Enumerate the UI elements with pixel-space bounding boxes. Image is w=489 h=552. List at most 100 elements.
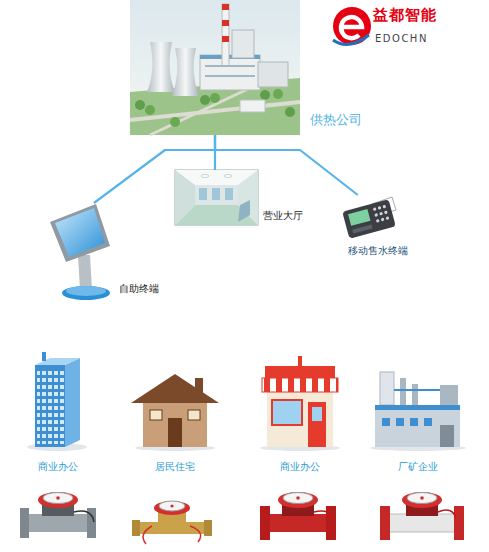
business-hall-picture bbox=[201, 175, 209, 178]
mobile-pos-terminal-picture bbox=[376, 219, 380, 223]
brass-heat-meter-picture bbox=[154, 501, 190, 515]
red-heat-meter-picture bbox=[266, 514, 330, 532]
flanged-heat-meter-picture bbox=[386, 514, 458, 532]
brass-heat-meter-picture bbox=[132, 520, 140, 536]
heating-plant-picture bbox=[222, 4, 229, 66]
brass-heat-meter-picture bbox=[159, 501, 185, 511]
heating-plant-picture bbox=[232, 30, 254, 58]
house-picture bbox=[150, 410, 162, 420]
steel-heat-meter-picture bbox=[38, 492, 78, 508]
factory-picture bbox=[410, 418, 418, 426]
connector-line bbox=[215, 135, 358, 195]
mobile-pos-terminal-picture bbox=[381, 218, 385, 222]
self-service-kiosk-picture bbox=[62, 286, 110, 300]
heating-plant-picture bbox=[210, 93, 220, 103]
heating-plant-picture bbox=[273, 89, 283, 99]
mobile-pos-terminal-picture bbox=[382, 205, 386, 209]
red-heat-meter-picture bbox=[260, 506, 270, 540]
heating-plant-picture bbox=[200, 55, 260, 90]
heating-plant-picture bbox=[260, 90, 270, 100]
business-hall-picture bbox=[225, 188, 233, 200]
factory-picture bbox=[440, 385, 458, 405]
business-hall-picture bbox=[195, 185, 238, 205]
factory-picture bbox=[424, 418, 432, 426]
office-tower-picture bbox=[42, 352, 46, 361]
heating-plant-picture bbox=[145, 105, 155, 115]
mobile-pos-terminal-picture bbox=[384, 210, 388, 214]
steel-heat-meter-picture bbox=[20, 492, 96, 538]
shop-picture bbox=[312, 407, 322, 421]
node-label: 厂矿企业 bbox=[360, 461, 475, 473]
flanged-heat-meter-picture bbox=[454, 506, 464, 540]
plant-node: 供热公司 bbox=[130, 0, 300, 135]
business-hall-picture bbox=[199, 188, 207, 200]
flanged-heat-meter-picture bbox=[380, 506, 390, 540]
node-label: 营业大厅 bbox=[263, 210, 303, 222]
mobile-pos-terminal-picture bbox=[352, 225, 372, 234]
office-tower-picture bbox=[37, 368, 64, 444]
node-label: 商业办公 bbox=[250, 461, 350, 473]
brass-heat-meter-picture bbox=[170, 504, 173, 507]
heating-plant-picture bbox=[222, 36, 229, 42]
flanged-heat-meter-picture bbox=[438, 510, 456, 518]
logo-mark bbox=[333, 35, 369, 44]
logo-mark bbox=[333, 7, 371, 45]
factory-picture bbox=[380, 372, 394, 405]
mobile-pos-terminal-picture bbox=[373, 207, 377, 211]
terminal-node: 移动售水终端 bbox=[338, 195, 404, 245]
node-label: 供热公司 bbox=[310, 112, 362, 128]
self-service-kiosk-picture bbox=[50, 204, 110, 300]
self-service-kiosk-picture bbox=[50, 204, 110, 262]
customer-node: 居民住宅 bbox=[125, 365, 225, 475]
office-tower-picture bbox=[35, 358, 80, 365]
office-tower-picture bbox=[27, 352, 87, 451]
heating-plant-picture bbox=[222, 4, 229, 10]
factory-picture bbox=[396, 418, 404, 426]
logo-mark bbox=[341, 17, 362, 38]
mobile-pos-terminal-picture bbox=[342, 197, 396, 239]
red-heat-meter-picture bbox=[314, 511, 334, 522]
heating-plant-picture bbox=[135, 100, 145, 110]
heating-plant-picture bbox=[205, 75, 255, 77]
self-service-kiosk-picture bbox=[66, 286, 106, 296]
self-service-kiosk-picture bbox=[78, 255, 92, 290]
heating-plant-picture bbox=[172, 48, 199, 96]
business-hall-picture bbox=[175, 170, 258, 225]
factory-picture bbox=[375, 405, 460, 447]
node-label: 居民住宅 bbox=[125, 461, 225, 473]
mobile-pos-terminal-picture bbox=[385, 216, 389, 220]
business-hall-picture bbox=[175, 170, 195, 225]
business-hall-picture bbox=[224, 175, 232, 178]
customer-node: 商业办公 bbox=[250, 355, 350, 475]
label-holder: EDOCHN bbox=[375, 27, 428, 46]
red-heat-meter-picture bbox=[260, 492, 336, 540]
mobile-pos-terminal-picture bbox=[378, 206, 382, 210]
house-picture bbox=[131, 374, 219, 451]
steel-heat-meter-picture bbox=[56, 496, 60, 500]
mobile-pos-terminal-picture bbox=[348, 209, 370, 226]
shop-picture bbox=[272, 400, 302, 425]
business-hall-picture bbox=[175, 170, 258, 225]
brand-latin: EDOCHN bbox=[375, 33, 428, 45]
heating-plant-picture bbox=[170, 117, 180, 127]
node-label: 移动售水终端 bbox=[348, 245, 408, 257]
mobile-pos-terminal-picture bbox=[342, 199, 396, 238]
brass-heat-meter-picture bbox=[204, 520, 212, 536]
heating-plant-picture bbox=[285, 107, 295, 117]
shop-picture bbox=[267, 392, 333, 447]
factory-picture bbox=[440, 425, 454, 447]
red-heat-meter-picture bbox=[283, 493, 313, 504]
steel-heat-meter-picture bbox=[20, 508, 29, 538]
factory-picture bbox=[394, 389, 440, 391]
office-tower-picture bbox=[65, 358, 80, 447]
heating-plant-picture bbox=[200, 95, 210, 105]
node-label: 自助终端 bbox=[119, 283, 159, 295]
heating-plant-picture bbox=[130, 0, 300, 135]
factory-picture bbox=[412, 384, 418, 405]
business-hall-picture bbox=[212, 188, 220, 200]
logo-mark bbox=[333, 7, 371, 45]
shop-picture bbox=[308, 402, 326, 447]
business-hall-picture bbox=[238, 170, 258, 225]
